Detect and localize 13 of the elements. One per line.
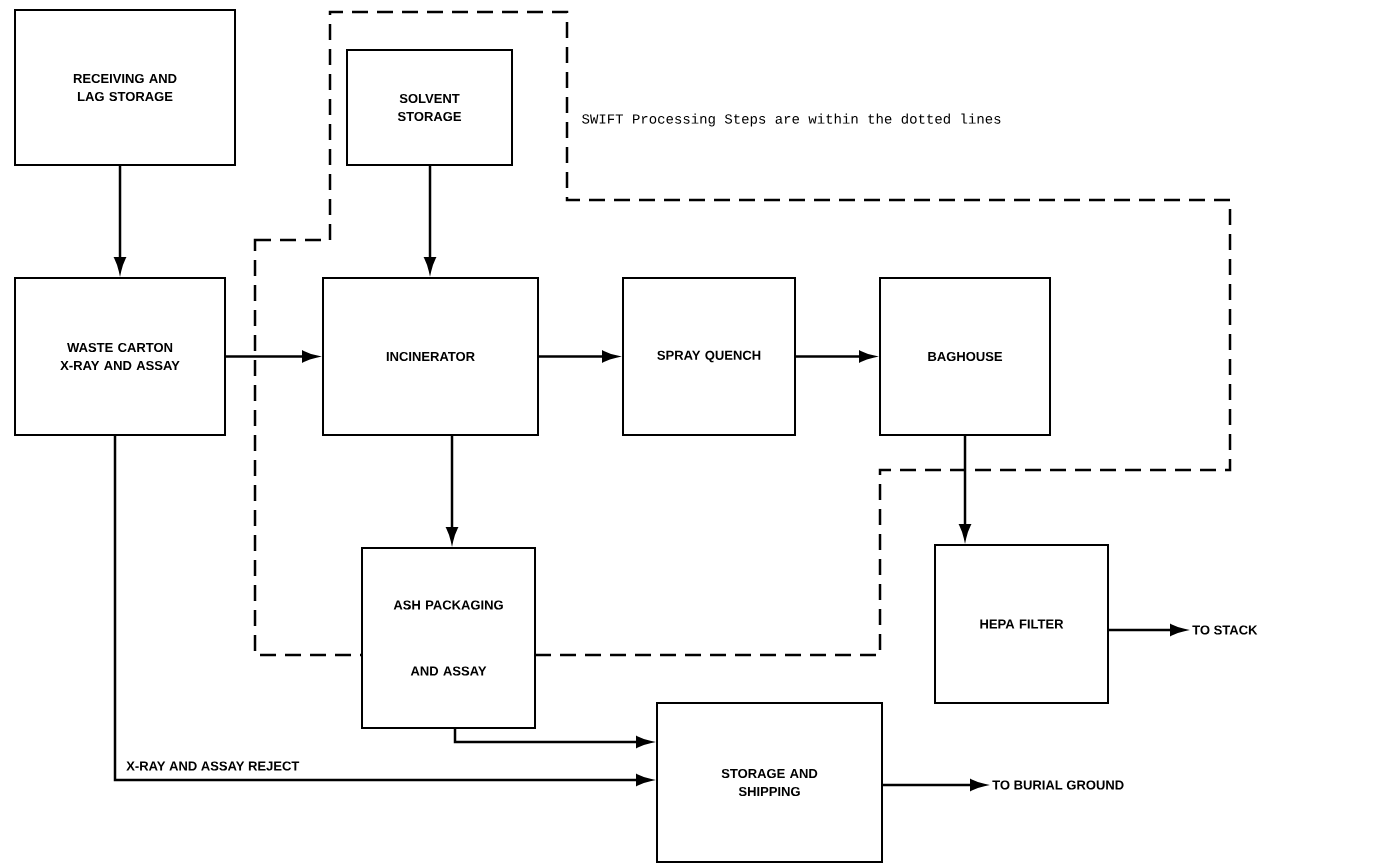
note-text: SWIFT Processing Steps are within the dotted lines [582,113,1001,127]
process-box: HEPA FILTER [934,544,1109,704]
process-box: INCINERATOR [322,277,539,436]
process-box: RECEIVING AND LAG STORAGE [14,9,236,166]
process-box: BAGHOUSE [879,277,1051,436]
destination-text: TO BURIAL GROUND [992,780,1124,790]
edge-label: X-RAY AND ASSAY REJECT [126,761,300,771]
process-box: STORAGE AND SHIPPING [656,702,883,863]
process-box: WASTE CARTON X-RAY AND ASSAY [14,277,226,436]
process-box: SOLVENT STORAGE [346,49,513,166]
destination-text: TO STACK [1192,625,1258,635]
process-box: ASH PACKAGING AND ASSAY [361,547,536,729]
process-box: SPRAY QUENCH [622,277,796,436]
